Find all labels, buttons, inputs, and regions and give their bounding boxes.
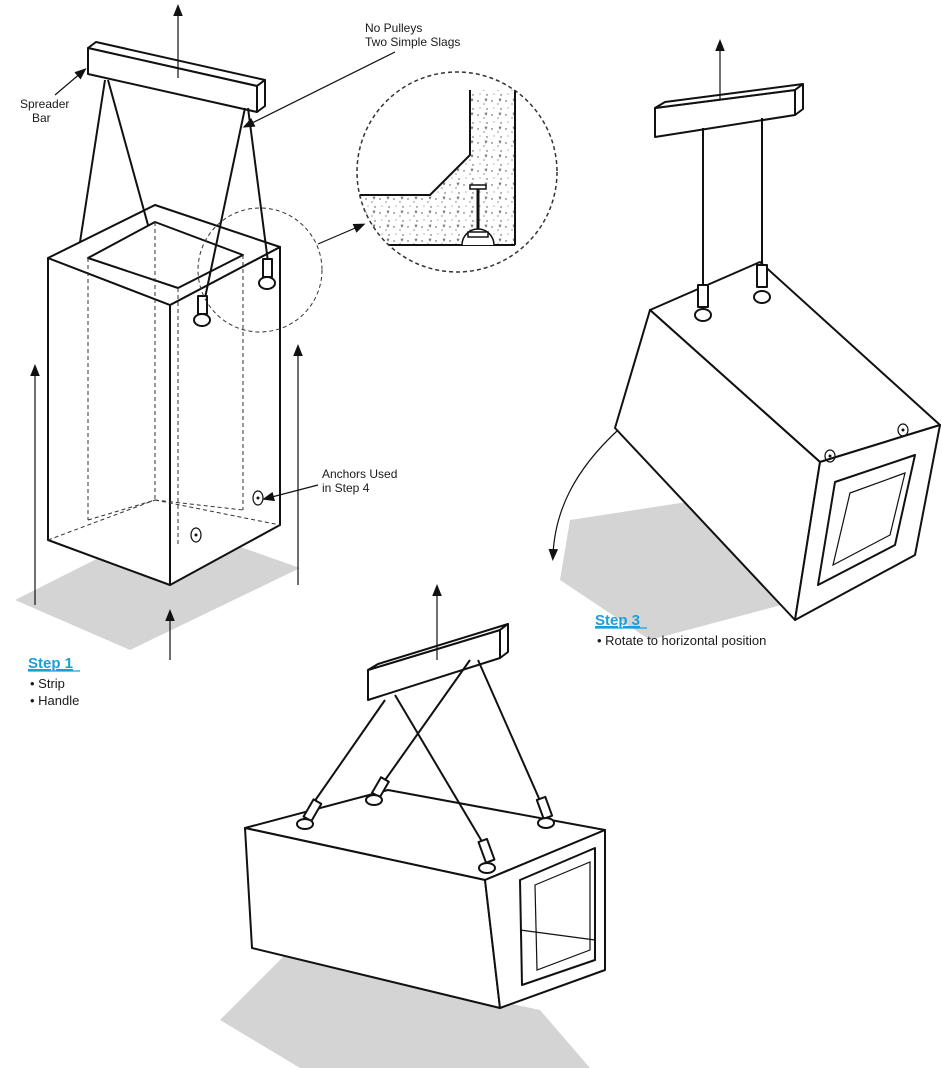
step3-bullet-rotate: • Rotate to horizontal position — [597, 633, 766, 648]
no-pulleys-leader — [242, 51, 396, 128]
no-pulleys-label-line1: No Pulleys — [365, 21, 422, 35]
anchors-label-line2: in Step 4 — [322, 481, 370, 495]
step1-bullet-strip: • Strip — [30, 676, 65, 691]
step1-bullet-handle: • Handle — [30, 693, 79, 708]
step3-shadow — [560, 500, 800, 640]
spreader-label-line1: Spreader — [20, 97, 69, 111]
step1-figure: No Pulleys Two Simple Slags Spreader Bar… — [15, 4, 460, 660]
step1-sling — [79, 79, 106, 243]
step1-title: Step 1 — [28, 655, 73, 672]
step4-lift-anchor — [296, 776, 555, 874]
spreader-leader — [54, 68, 87, 96]
step1-caption: Step 1 • Strip • Handle — [28, 655, 80, 708]
spreader-label-line2: Bar — [32, 111, 51, 125]
anchors-label-line1: Anchors Used — [322, 467, 397, 481]
step4-figure — [220, 584, 606, 1068]
step1-lift-anchor — [193, 258, 276, 327]
step1-box-right-face — [169, 246, 281, 586]
anchors-leader — [262, 484, 319, 502]
detail-callout-circle — [197, 207, 323, 333]
step4-shadow — [220, 955, 590, 1068]
no-pulleys-label-line2: Two Simple Slags — [365, 35, 460, 49]
step4-box-opening — [519, 847, 596, 986]
step3-title: Step 3 — [595, 612, 640, 629]
step3-figure — [548, 39, 941, 640]
rotation-arrow — [548, 429, 619, 561]
step3-box-opening — [817, 454, 916, 586]
anchor-detail — [356, 71, 558, 273]
step3-caption: Step 3 • Rotate to horizontal position — [595, 612, 766, 648]
step1-box-left-face — [47, 257, 171, 586]
step3-lift-anchor — [694, 264, 909, 463]
